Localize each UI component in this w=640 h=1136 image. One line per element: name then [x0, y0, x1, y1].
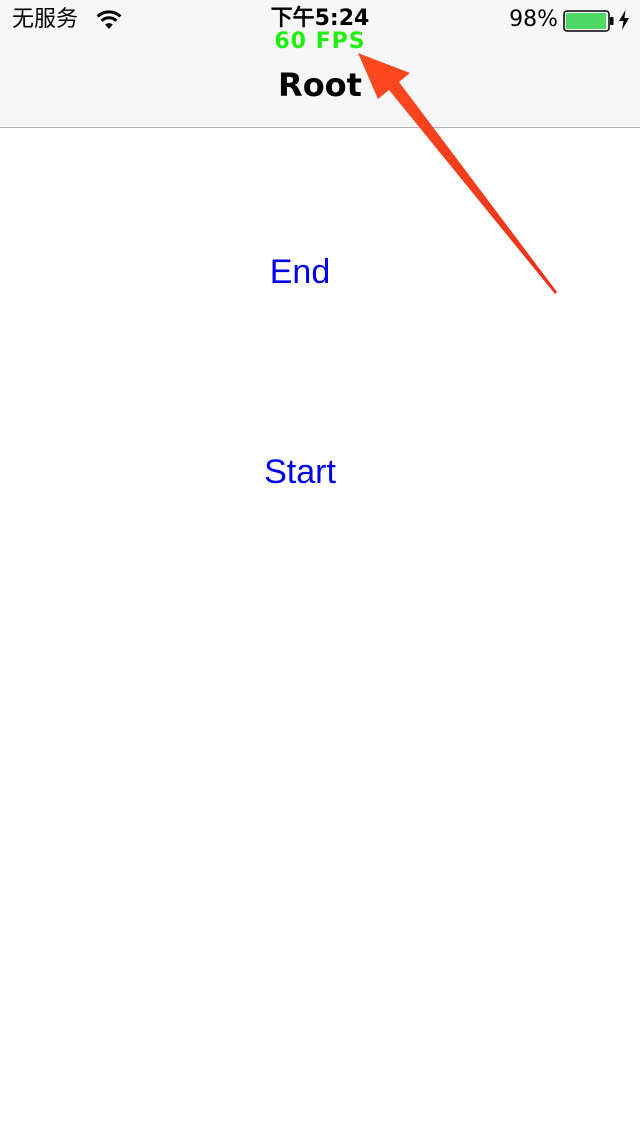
status-time: 下午5:24	[270, 6, 370, 31]
status-bar: 无服务 下午5:24 98%	[0, 0, 640, 40]
top-bar: 无服务 下午5:24 98% 60 FPS Root	[0, 0, 640, 128]
battery-icon	[563, 10, 614, 32]
fps-counter: 60 FPS	[274, 29, 366, 54]
nav-title: Root	[278, 66, 362, 104]
start-button[interactable]: Start	[170, 441, 430, 501]
wifi-icon	[96, 10, 122, 29]
battery-percentage: 98%	[509, 7, 558, 32]
carrier-label: 无服务	[12, 7, 79, 32]
end-button[interactable]: End	[170, 241, 430, 301]
charging-bolt-icon	[619, 10, 629, 30]
